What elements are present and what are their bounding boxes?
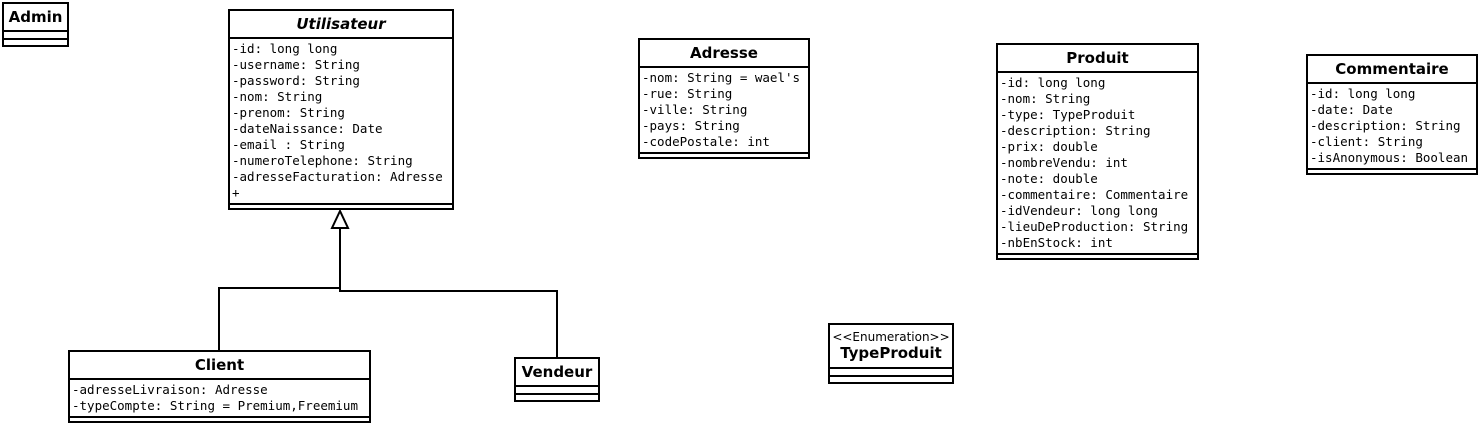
client-generalization-line: [218, 228, 341, 350]
attribute: -id: long long: [1310, 86, 1416, 101]
attribute: -nom: String: [232, 89, 323, 104]
attribute: -codePostale: int: [642, 134, 770, 149]
class-commentaire-name: Commentaire: [1335, 59, 1449, 78]
attribute: -rue: String: [642, 86, 733, 101]
attribute: -username: String: [232, 57, 360, 72]
attribute: +: [232, 185, 240, 200]
class-adresse[interactable]: Adresse -nom: String = wael's -rue: Stri…: [638, 38, 810, 159]
attribute: -idVendeur: long long: [1000, 203, 1159, 218]
class-vendeur-name: Vendeur: [521, 362, 593, 381]
class-admin-name: Admin: [8, 7, 63, 26]
class-utilisateur-attributes: -id: long long -username: String -passwo…: [230, 39, 452, 205]
attribute: -numeroTelephone: String: [232, 153, 413, 168]
attribute: -description: String: [1310, 118, 1461, 133]
class-commentaire-attributes: -id: long long -date: Date -description:…: [1308, 84, 1476, 170]
class-commentaire[interactable]: Commentaire -id: long long -date: Date -…: [1306, 54, 1478, 175]
attribute: -password: String: [232, 73, 360, 88]
enum-typeproduit-attributes: [830, 369, 952, 377]
class-client[interactable]: Client -adresseLivraison: Adresse -typeC…: [68, 350, 371, 423]
attribute: -id: long long: [1000, 75, 1106, 90]
enum-typeproduit[interactable]: <<Enumeration>> TypeProduit: [828, 323, 954, 384]
attribute: -nbEnStock: int: [1000, 235, 1113, 250]
attribute: -ville: String: [642, 102, 748, 117]
attribute: -nombreVendu: int: [1000, 155, 1128, 170]
attribute: -nom: String: [1000, 91, 1091, 106]
attribute: -prenom: String: [232, 105, 345, 120]
attribute: -pays: String: [642, 118, 740, 133]
class-vendeur[interactable]: Vendeur: [514, 357, 600, 402]
class-vendeur-attributes: [516, 387, 598, 395]
attribute: -isAnonymous: Boolean: [1310, 150, 1469, 165]
attribute: -note: double: [1000, 171, 1098, 186]
generalization-arrowhead: [330, 208, 350, 229]
class-admin[interactable]: Admin: [2, 2, 69, 47]
vendeur-generalization-line: [339, 228, 558, 357]
attribute: -commentaire: Commentaire: [1000, 187, 1189, 202]
attribute: -dateNaissance: Date: [232, 121, 383, 136]
attribute: -typeCompte: String = Premium,Freemium: [72, 398, 358, 413]
attribute: -client: String: [1310, 134, 1423, 149]
attribute: -nom: String = wael's: [642, 70, 801, 85]
attribute: -prix: double: [1000, 139, 1098, 154]
attribute: -lieuDeProduction: String: [1000, 219, 1189, 234]
class-adresse-name: Adresse: [690, 43, 758, 62]
attribute: -adresseLivraison: Adresse: [72, 382, 268, 397]
class-utilisateur-name: Utilisateur: [296, 14, 386, 33]
class-produit-attributes: -id: long long -nom: String -type: TypeP…: [998, 73, 1197, 255]
attribute: -email : String: [232, 137, 345, 152]
class-produit-name: Produit: [1066, 48, 1129, 67]
enum-stereotype: <<Enumeration>>: [832, 330, 950, 344]
class-client-attributes: -adresseLivraison: Adresse -typeCompte: …: [70, 380, 369, 418]
attribute: -type: TypeProduit: [1000, 107, 1136, 122]
attribute: -id: long long: [232, 41, 338, 56]
attribute: -adresseFacturation: Adresse: [232, 169, 443, 184]
attribute: -description: String: [1000, 123, 1151, 138]
attribute: -date: Date: [1310, 102, 1393, 117]
class-adresse-attributes: -nom: String = wael's -rue: String -vill…: [640, 68, 808, 154]
class-produit[interactable]: Produit -id: long long -nom: String -typ…: [996, 43, 1199, 260]
class-admin-attributes: [4, 32, 67, 40]
class-client-name: Client: [194, 355, 245, 374]
class-utilisateur[interactable]: Utilisateur -id: long long -username: St…: [228, 9, 454, 210]
enum-typeproduit-name: TypeProduit: [840, 344, 942, 362]
